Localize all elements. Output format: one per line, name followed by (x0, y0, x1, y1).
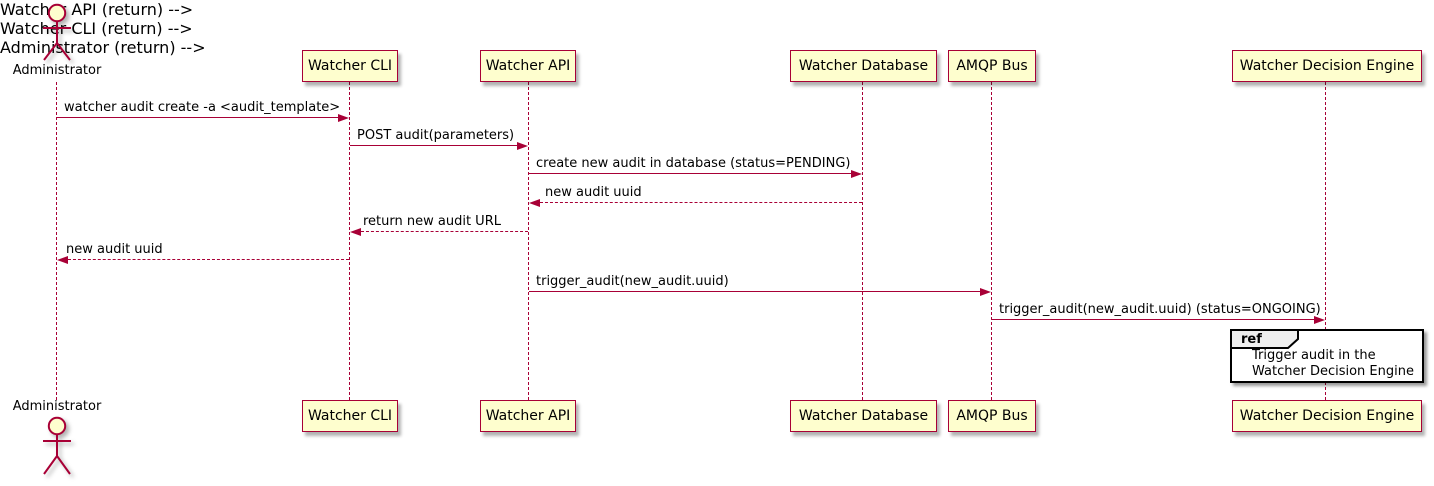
participant-amqp-bus-bottom: AMQP Bus (948, 400, 1036, 432)
participant-watcher-database-top: Watcher Database (790, 50, 937, 82)
ref-fragment: ref Trigger audit in the Watcher Decisio… (1230, 329, 1424, 383)
arrowhead-right-icon (338, 114, 349, 122)
message-3-line (529, 173, 852, 174)
participant-watcher-api-bottom: Watcher API (480, 400, 576, 432)
lifeline-watcher-decision-engine (1325, 82, 1326, 400)
message-5-label: return new audit URL (363, 214, 501, 229)
lifeline-watcher-cli (349, 82, 350, 400)
message-7-line (529, 291, 981, 292)
message-3-label: create new audit in database (status=PEN… (536, 156, 851, 171)
message-8-line (992, 319, 1315, 320)
participant-watcher-cli-bottom: Watcher CLI (302, 400, 398, 432)
ref-tab-icon (1230, 329, 1300, 350)
message-2-label: POST audit(parameters) (357, 128, 515, 143)
arrowhead-right-icon (980, 288, 991, 296)
participant-label: Watcher API (485, 408, 571, 424)
message-7-label: trigger_audit(new_audit.uuid) (536, 274, 729, 289)
message-6-label: new audit uuid (66, 242, 163, 257)
participant-watcher-decision-engine-bottom: Watcher Decision Engine (1232, 400, 1422, 432)
participant-label: Watcher CLI (307, 58, 393, 74)
message-4-label: new audit uuid (545, 185, 642, 200)
lifeline-watcher-database (862, 82, 863, 400)
actor-label-administrator-bottom: Administrator (12, 399, 102, 414)
lifeline-amqp-bus (991, 82, 992, 400)
participant-watcher-decision-engine-top: Watcher Decision Engine (1232, 50, 1422, 82)
participant-amqp-bus-top: AMQP Bus (948, 50, 1036, 82)
message-6-line (68, 259, 349, 260)
participant-watcher-api-top: Watcher API (480, 50, 576, 82)
arrowhead-left-icon (57, 256, 68, 264)
participant-label: Watcher Database (798, 408, 929, 424)
lifeline-administrator (56, 82, 57, 400)
arrowhead-left-icon (350, 228, 361, 236)
participant-label: Watcher API (485, 58, 571, 74)
message-1-label: watcher audit create -a <audit_template> (64, 100, 341, 115)
participant-label: Watcher Decision Engine (1239, 58, 1415, 74)
arrowhead-right-icon (517, 142, 528, 150)
participant-label: AMQP Bus (956, 408, 1028, 424)
actor-icon (39, 3, 75, 63)
arrowhead-right-icon (851, 170, 862, 178)
message-2-line (350, 145, 518, 146)
ref-keyword: ref (1241, 332, 1262, 347)
lifeline-watcher-api (528, 82, 529, 400)
participant-label: Watcher Database (798, 58, 929, 74)
participant-watcher-database-bottom: Watcher Database (790, 400, 937, 432)
message-5-line (361, 231, 528, 232)
arrowhead-right-icon (1314, 316, 1325, 324)
participant-label: AMQP Bus (956, 58, 1028, 74)
participant-label: Watcher Decision Engine (1239, 408, 1415, 424)
message-1-line (57, 117, 340, 118)
message-4-line (540, 202, 862, 203)
actor-icon (39, 414, 75, 478)
ref-text: Trigger audit in the Watcher Decision En… (1252, 348, 1414, 379)
message-8-label: trigger_audit(new_audit.uuid) (status=ON… (999, 302, 1321, 317)
participant-label: Watcher CLI (307, 408, 393, 424)
actor-label-administrator-top: Administrator (12, 63, 102, 78)
participant-watcher-cli-top: Watcher CLI (302, 50, 398, 82)
arrowhead-left-icon (529, 199, 540, 207)
